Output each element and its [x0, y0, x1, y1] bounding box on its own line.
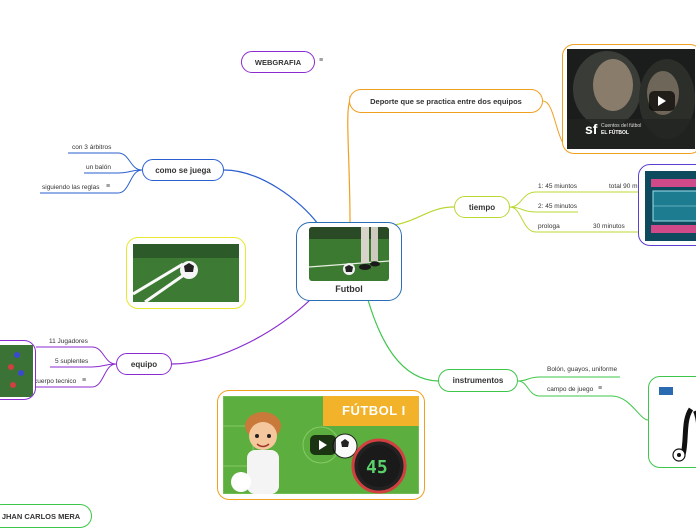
central-node[interactable]: Futbol — [296, 222, 402, 301]
central-football-image — [309, 227, 389, 281]
equipo-label: equipo — [130, 359, 158, 369]
instrumentos-menu-icon[interactable]: ≡ — [598, 385, 603, 392]
futbol-video-thumbnail[interactable]: FÚTBOL I 45 — [217, 390, 425, 500]
futbol-video-title: FÚTBOL I — [342, 403, 406, 418]
tiempo-image — [638, 164, 696, 246]
equipo-item-1: 11 Jugadores — [49, 338, 88, 345]
video-caption-line2: EL FÚTBOL — [601, 130, 629, 136]
equipo-item-2: 5 suplentes — [55, 358, 89, 365]
instrumentos-label: instrumentos — [452, 376, 504, 385]
equipo-item-3: cuerpo tecnico — [34, 378, 77, 385]
como-se-juega-node[interactable]: como se juega — [142, 159, 224, 181]
webgrafia-node[interactable]: WEBGRAFIA — [241, 51, 315, 73]
como-se-juega-item-3: siguiendo las reglas — [42, 184, 100, 191]
webgrafia-menu-icon[interactable]: ≡ — [319, 57, 324, 64]
ball-on-corner-picture — [133, 244, 239, 302]
video-caption-line1: Cuentos del fútbol — [601, 123, 642, 129]
ball-corner-image — [126, 237, 246, 309]
author-label: JHAN CARLOS MERA — [1, 511, 81, 521]
tiempo-prologa-value: 30 minutos — [593, 223, 625, 230]
deporte-label: Deporte que se practica entre dos equipo… — [370, 96, 522, 106]
como-se-juega-item-2: un balón — [86, 164, 111, 171]
futbol-cartoon-picture — [223, 396, 419, 494]
tiempo-label: tiempo — [468, 202, 496, 212]
tiempo-total: total 90 m — [609, 183, 638, 190]
como-se-juega-menu-icon[interactable]: ≡ — [106, 183, 111, 190]
author-node[interactable]: JHAN CARLOS MERA — [0, 504, 92, 528]
tiempo-item-2: 2: 45 minutos — [538, 203, 578, 210]
soccer-player-picture — [653, 381, 696, 465]
video-logo: sf — [585, 121, 598, 137]
instrumentos-item-1: Bolón, guayos, uniforme — [547, 366, 618, 373]
futbol-play-button-icon[interactable] — [310, 435, 336, 455]
equipo-image — [0, 340, 36, 400]
tiempo-item-1: 1: 45 miuntos — [538, 183, 578, 190]
futbol-video-timer: 45 — [366, 457, 388, 478]
equipo-node[interactable]: equipo — [116, 353, 172, 375]
team-lineup-picture — [0, 345, 33, 397]
scoreboard-picture — [645, 171, 696, 241]
central-label: Futbol — [335, 284, 363, 294]
como-se-juega-label: como se juega — [155, 165, 211, 175]
deporte-video-thumbnail[interactable]: sf Cuentos del fútbol EL FÚTBOL — [562, 44, 696, 154]
instrumentos-item-2: campo de juego — [547, 386, 594, 393]
como-se-juega-item-1: con 3 árbitros — [72, 144, 112, 151]
tiempo-item-3: prologa — [538, 223, 560, 230]
equipo-menu-icon[interactable]: ≡ — [82, 377, 87, 384]
play-button-icon[interactable] — [649, 91, 675, 111]
tiempo-node[interactable]: tiempo — [454, 196, 510, 218]
instrumentos-node[interactable]: instrumentos — [438, 369, 518, 392]
instrumentos-image — [648, 376, 696, 468]
deporte-node[interactable]: Deporte que se practica entre dos equipo… — [349, 89, 543, 113]
webgrafia-label: WEBGRAFIA — [254, 57, 302, 67]
